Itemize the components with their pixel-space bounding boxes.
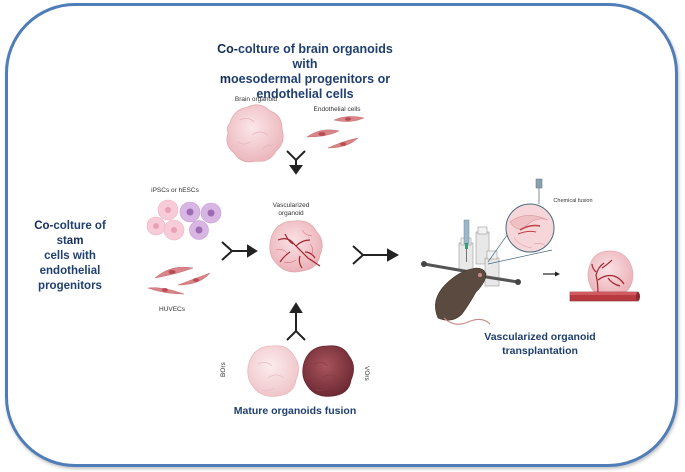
title-left-line4: progenitors	[38, 280, 102, 292]
blood-vessel-icon	[569, 291, 640, 302]
rounded-frame	[5, 3, 678, 467]
label-ipscs-hescs: iPSCs or hESCs	[151, 187, 199, 194]
title-right-line1: Vascularized organoid	[484, 331, 596, 343]
merge-arrow-right-transplant-icon	[352, 245, 400, 265]
title-left-prefix: Co-	[34, 220, 54, 232]
label-vascularized: Vascularized	[272, 202, 310, 209]
title-left-line3: endothelial	[39, 265, 101, 277]
title-left-suffix: am	[66, 235, 84, 247]
title-right-line2: transplantation	[502, 345, 578, 357]
vascularized-organoid-icon	[269, 220, 323, 273]
title-mature-organoids-fusion: Mature organoids fusion	[233, 405, 357, 417]
title-left-mid: colture of st	[53, 220, 106, 247]
label-chemical-fusion: Chemical fusion	[553, 198, 593, 204]
title-top-prefix: Co-	[217, 42, 238, 56]
label-brain-organoid: Brain organoid	[234, 96, 278, 103]
title-top-line2: oesodermal progenitors or	[231, 72, 391, 86]
title-vascularized-transplantation: Vascularized organoid transplantation	[480, 330, 600, 358]
bors-organoid-icon	[247, 345, 299, 397]
merge-arrow-right-icon	[221, 241, 258, 261]
stem-cells-icon	[146, 199, 222, 241]
brain-organoid-icon	[226, 104, 284, 163]
mouse-icon	[435, 267, 491, 325]
title-top-prefix2: m	[219, 72, 232, 86]
title-top-line3: endothelial cells	[256, 87, 354, 101]
label-organoid: organoid	[278, 210, 304, 217]
vors-organoid-icon	[302, 345, 354, 397]
merge-arrow-down-icon	[286, 150, 306, 175]
transplanted-organoid-icon	[587, 250, 634, 298]
label-huvecs: HUVECs	[158, 306, 185, 313]
huvec-cells-icon	[147, 266, 211, 295]
small-arrow-right-icon	[543, 271, 560, 277]
endothelial-cells-icon	[306, 116, 365, 149]
label-vascularized-organoid: Vascularized organoid	[263, 202, 319, 218]
syringe-icon	[463, 219, 470, 262]
title-left-line2: cells with	[44, 250, 96, 262]
title-top-line1: colture of brain organoids with	[237, 42, 393, 71]
stereotaxic-frame-icon	[421, 226, 521, 287]
merge-arrow-up-icon	[286, 302, 306, 341]
title-coculture-brain-organoids: Co-colture of brain organoids with moeso…	[205, 42, 405, 102]
brain-section-icon	[505, 203, 555, 253]
pipette-icon	[535, 178, 543, 204]
title-coculture-stem-cells: Co-colture of stam cells with endothelia…	[20, 219, 120, 294]
label-endothelial-cells: Endothelial cells	[313, 106, 361, 113]
